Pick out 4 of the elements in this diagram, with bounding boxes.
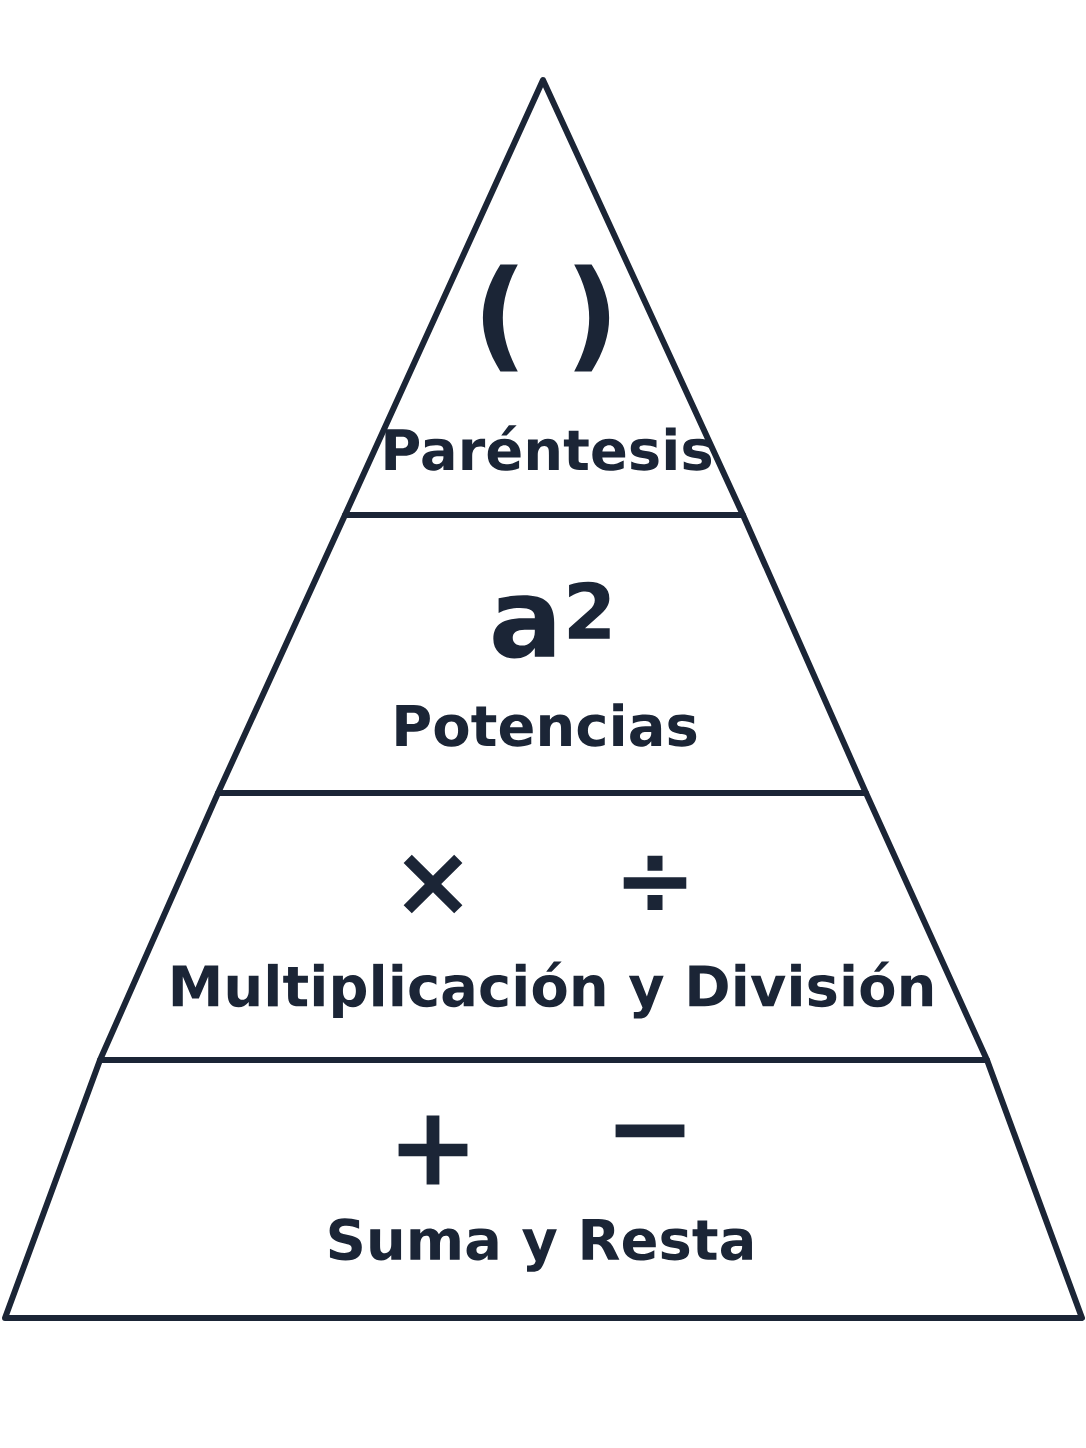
pyramid-level: a$^{2}$ Potencias <box>215 512 869 796</box>
pyramid-level: × ÷ Multiplicación y División <box>97 790 990 1063</box>
pyramid-level: ( ) Paréntesis <box>342 77 746 518</box>
pyramid-level: + − Suma y Resta <box>2 1057 1085 1321</box>
